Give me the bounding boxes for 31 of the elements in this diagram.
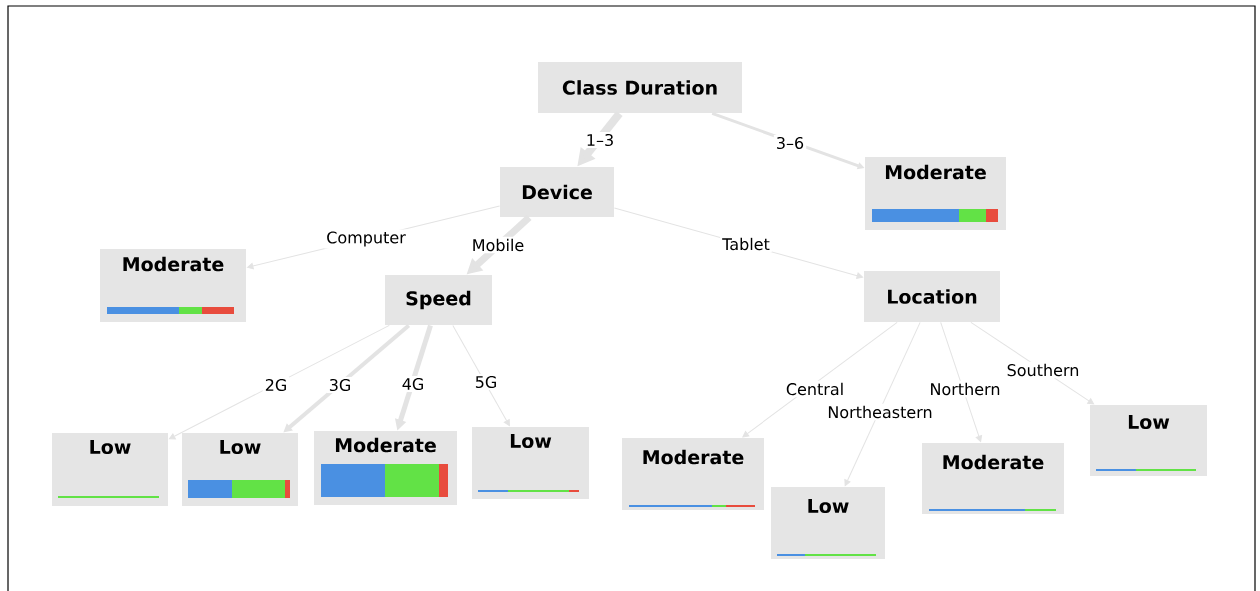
arrow xyxy=(168,324,390,440)
tree-node-box: Low xyxy=(771,487,885,559)
edge-label: 2G xyxy=(262,376,290,394)
edge-label: Northern xyxy=(927,380,1003,398)
arrow xyxy=(970,321,1095,405)
tree-node-box: Moderate xyxy=(100,249,246,322)
edge-label: 1–3 xyxy=(583,131,617,149)
edge-label: 3–6 xyxy=(773,134,807,152)
edge-label: Computer xyxy=(324,229,408,249)
tree-node-box: Low xyxy=(472,427,589,499)
tree-node-box: Moderate xyxy=(922,443,1064,514)
arrow xyxy=(844,321,921,487)
edge-label: Tablet xyxy=(720,235,772,253)
edge-label: 4G xyxy=(399,375,427,393)
arrow xyxy=(452,324,510,427)
tree-node-box: Device xyxy=(500,167,614,217)
tree-node-box: Low xyxy=(52,433,168,506)
tree-node-box: Low xyxy=(1090,405,1207,476)
edge-label: Central xyxy=(783,380,847,398)
tree-node-box: Class Duration xyxy=(538,62,742,113)
edge-label: Mobile xyxy=(469,236,527,254)
tree-node-box: Location xyxy=(864,271,1000,322)
edge-label: Northeastern xyxy=(825,403,935,421)
edge-label: Southern xyxy=(1004,361,1082,379)
edge-label: 3G xyxy=(326,376,354,394)
tree-node-box: Moderate xyxy=(622,438,764,510)
tree-node-box: Speed xyxy=(385,275,492,325)
arrow xyxy=(742,321,898,438)
edge-label: 5G xyxy=(472,373,500,391)
arrow xyxy=(940,321,983,443)
arrow xyxy=(283,323,411,433)
